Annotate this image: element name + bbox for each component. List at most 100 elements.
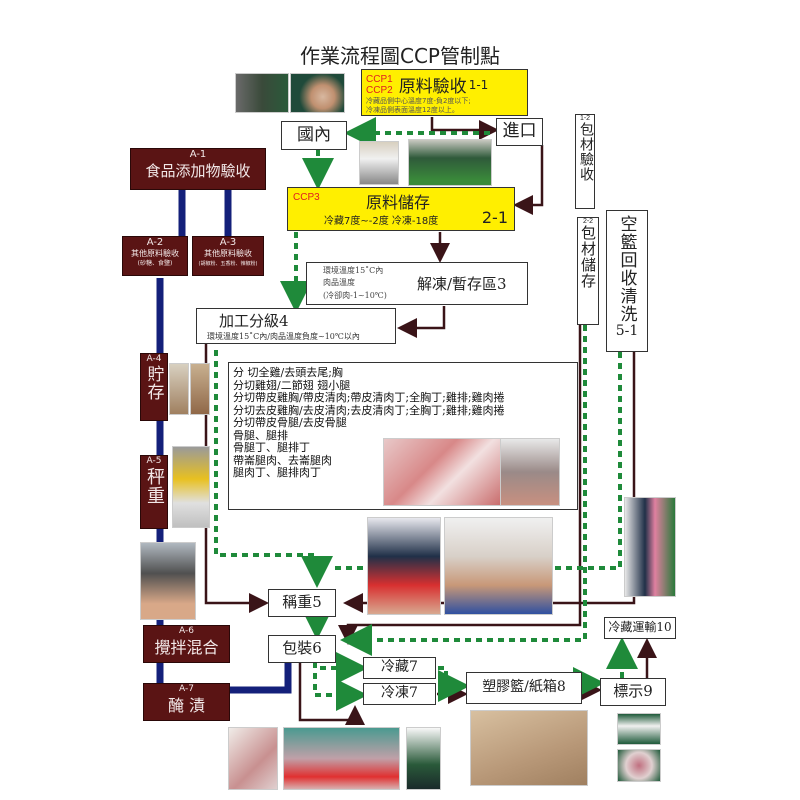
cut-list-item: 分切雞翅/二節翅 翅小腿 bbox=[233, 378, 351, 392]
cut-list-item: 帶崙腿肉、去崙腿肉 bbox=[233, 453, 332, 467]
worker-cutting-photo bbox=[367, 517, 441, 615]
a1-label: 食品添加物驗收 bbox=[145, 162, 251, 180]
basket-wash-code: 5-1 bbox=[615, 323, 639, 339]
ccp1-label: CCP1 bbox=[366, 73, 393, 85]
frozen-label: 冷凍7 bbox=[381, 685, 418, 701]
thaw-note-1: 環境溫度15˚C內 bbox=[323, 266, 384, 275]
processing-box: 加工分級4 環境溫度15˚C內/肉品溫度負度~10℃以內 bbox=[196, 308, 396, 344]
cut-list-item: 分切去皮雞胸/去皮清肉;去皮清肉丁;全胸丁;雞排;雞肉捲 bbox=[233, 403, 505, 417]
cut-list-item: 分 切全雞/去頭去尾;胸 bbox=[233, 366, 343, 379]
processing-note: 環境溫度15˚C內/肉品溫度負度~10℃以內 bbox=[207, 332, 360, 341]
receiving-inspection-photo bbox=[235, 73, 289, 113]
a1-code: A-1 bbox=[189, 149, 207, 160]
raw-receiving-box: CCP1 CCP2 原料驗收 1-1 冷藏品側中心溫度7度-負2度以下; 冷凍品… bbox=[361, 69, 528, 116]
mixing-photo bbox=[140, 542, 196, 620]
pack-storage-box: 2-2 包材儲存 bbox=[577, 217, 599, 325]
raw-receiving-note-1: 冷藏品側中心溫度7度-負2度以下; bbox=[366, 97, 471, 105]
domestic-box: 國內 bbox=[281, 121, 347, 150]
ccp3-label: CCP3 bbox=[293, 192, 320, 203]
cut-list-item: 骨腿丁、腿排丁 bbox=[233, 441, 310, 454]
a2-code: A-2 bbox=[146, 237, 164, 248]
weighing-box: 稱重5 bbox=[268, 589, 336, 617]
import-label: 進口 bbox=[502, 121, 537, 141]
a2-note: (砂糖、食鹽) bbox=[137, 260, 173, 267]
cardboard-box-photo bbox=[470, 710, 588, 786]
chilled-box: 冷藏7 bbox=[363, 657, 436, 679]
basket-wash-box: 空籃回收清洗 5-1 bbox=[606, 210, 648, 352]
additive-a4-box: A-4 貯存 bbox=[140, 353, 168, 421]
worker-storage-photo bbox=[359, 141, 399, 185]
page-title: 作業流程圖CCP管制點 bbox=[300, 44, 500, 68]
cut-list: 分 切全雞/去頭去尾;胸分切雞翅/二節翅 翅小腿分切帶皮雞胸/帶皮清肉;帶皮清肉… bbox=[233, 366, 573, 480]
pack-receiving-code: 1-2 bbox=[579, 115, 591, 122]
freezer-room-photo bbox=[406, 727, 441, 790]
basket-wash-label: 空籃回收清洗 bbox=[616, 215, 637, 323]
label-basket-photo bbox=[617, 713, 661, 745]
chilled-basket-photo bbox=[617, 749, 661, 782]
packing-box: 包裝6 bbox=[268, 635, 336, 663]
a3-code: A-3 bbox=[219, 237, 237, 248]
additive-a7-box: A-7 醃 漬 bbox=[143, 683, 230, 721]
cut-list-item: 分切帶皮雞胸/帶皮清肉;帶皮清肉丁;全胸丁;雞排;雞肉捲 bbox=[233, 391, 505, 404]
dotted-flow-lines bbox=[214, 117, 638, 711]
additive-a2-box: A-2 其他原料驗收 (砂糖、食鹽) bbox=[122, 236, 188, 276]
packing-basket-photo bbox=[283, 727, 400, 790]
additive-storage-photo bbox=[169, 363, 189, 415]
a5-code: A-5 bbox=[146, 456, 162, 466]
additive-a1-box: A-1 食品添加物驗收 bbox=[130, 148, 266, 190]
a4-label: 貯存 bbox=[143, 365, 164, 401]
a5-label: 秤重 bbox=[144, 467, 165, 505]
additive-a6-box: A-6 攪拌混合 bbox=[143, 625, 230, 663]
raw-storage-code: 2-1 bbox=[481, 208, 508, 227]
a3-note: (胡椒粉、五香粉、辣椒粉) bbox=[198, 261, 258, 267]
cutting-line-photo bbox=[500, 438, 560, 506]
cold-storage-room-photo bbox=[408, 139, 492, 186]
cut-list-item: 骨腿、腿排 bbox=[233, 428, 288, 442]
transport-label: 冷藏運輸10 bbox=[608, 620, 672, 634]
thaw-label: 解凍/暫存區3 bbox=[417, 275, 507, 293]
packing-bag-photo bbox=[228, 727, 278, 790]
raw-receiving-label: 原料驗收 bbox=[398, 77, 467, 97]
thaw-note-2: 肉品溫度 bbox=[323, 278, 355, 287]
cutting-steps-photo bbox=[383, 438, 503, 506]
a4-code: A-4 bbox=[146, 354, 162, 364]
pack-storage-code: 2-2 bbox=[582, 218, 594, 225]
a7-label: 醃 漬 bbox=[167, 696, 206, 715]
raw-storage-label: 原料儲存 bbox=[366, 193, 431, 212]
cut-list-item: 分切帶皮骨腿/去皮骨腿 bbox=[233, 416, 347, 429]
ccp2-label: CCP2 bbox=[366, 84, 393, 96]
raw-receiving-note-2: 冷凍品側表面溫度12度以上。 bbox=[366, 106, 459, 114]
container-box: 塑膠籃/紙箱8 bbox=[466, 672, 582, 704]
thaw-box: 環境溫度15˚C內 肉品溫度 (冷卻肉-1~10℃) 解凍/暫存區3 bbox=[306, 262, 528, 305]
basket-return-truck-photo bbox=[624, 497, 676, 597]
a2-label: 其他原料驗收 bbox=[131, 249, 179, 258]
thaw-note-3: (冷卻肉-1~10℃) bbox=[323, 291, 387, 300]
transport-box: 冷藏運輸10 bbox=[604, 617, 676, 639]
labeling-label: 標示9 bbox=[613, 682, 653, 700]
domestic-label: 國內 bbox=[297, 125, 331, 145]
a6-code: A-6 bbox=[179, 626, 194, 636]
raw-storage-note: 冷藏7度~-2度 冷凍-18度 bbox=[324, 216, 439, 227]
processing-label: 加工分級4 bbox=[219, 312, 289, 330]
raw-storage-box: CCP3 原料儲存 冷藏7度~-2度 冷凍-18度 2-1 bbox=[287, 187, 515, 231]
additive-storage-photo-2 bbox=[190, 363, 210, 415]
thermometer-check-photo bbox=[290, 73, 345, 113]
additive-a5-box: A-5 秤重 bbox=[140, 455, 168, 529]
processing-room-photo bbox=[444, 517, 553, 615]
container-label: 塑膠籃/紙箱8 bbox=[482, 679, 566, 695]
a6-label: 攪拌混合 bbox=[154, 638, 219, 657]
packing-label: 包裝6 bbox=[282, 639, 322, 657]
labeling-box: 標示9 bbox=[600, 678, 666, 706]
pack-receiving-label: 包材驗收 bbox=[578, 122, 594, 182]
a3-label: 其他原料驗收 bbox=[204, 249, 252, 258]
weighing-label: 稱重5 bbox=[282, 593, 322, 611]
raw-receiving-code: 1-1 bbox=[468, 77, 489, 92]
import-box: 進口 bbox=[496, 118, 543, 146]
additive-a3-box: A-3 其他原料驗收 (胡椒粉、五香粉、辣椒粉) bbox=[192, 236, 264, 276]
additive-scale-photo bbox=[172, 446, 210, 528]
frozen-box: 冷凍7 bbox=[363, 683, 436, 705]
pack-receiving-box: 1-2 包材驗收 bbox=[575, 114, 595, 209]
a7-code: A-7 bbox=[179, 684, 194, 694]
pack-storage-label: 包材儲存 bbox=[579, 225, 597, 289]
